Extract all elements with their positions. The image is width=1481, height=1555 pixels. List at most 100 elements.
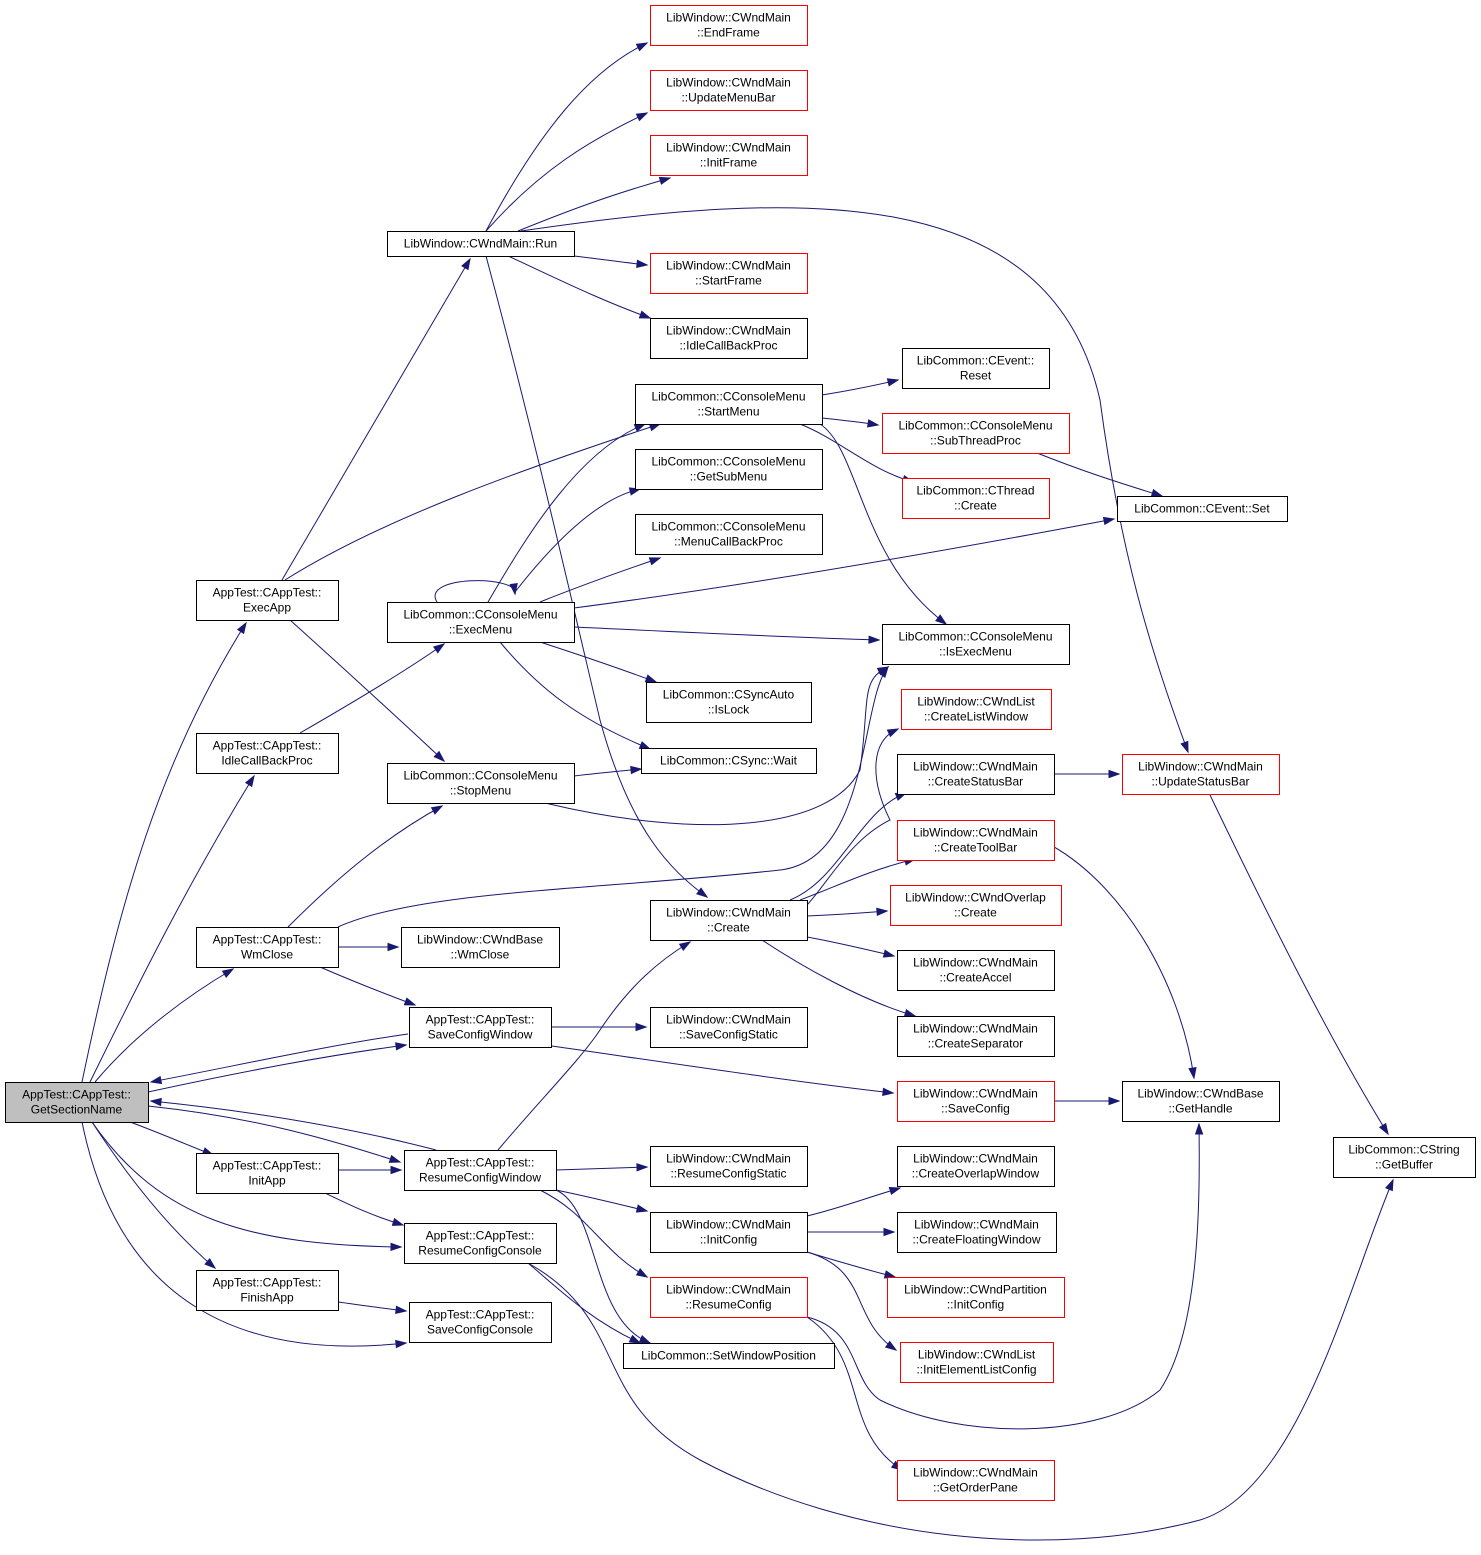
- node-setwindowposition[interactable]: LibCommon::SetWindowPosition: [623, 1343, 835, 1369]
- node-label: ::UpdateMenuBar: [681, 91, 775, 105]
- edge-to-idlecallback_wnd: [507, 255, 652, 319]
- node-createstatusbar[interactable]: LibWindow::CWndMain::CreateStatusBar: [897, 754, 1055, 795]
- edge-to-initapp: [129, 1121, 215, 1156]
- node-wait[interactable]: LibCommon::CSync::Wait: [641, 748, 817, 774]
- node-getorderpane[interactable]: LibWindow::CWndMain::GetOrderPane: [897, 1460, 1055, 1501]
- node-gethandle[interactable]: LibWindow::CWndBase::GetHandle: [1122, 1081, 1280, 1122]
- node-box: [897, 1460, 1055, 1501]
- node-saveconfigwindow[interactable]: AppTest::CAppTest::SaveConfigWindow: [409, 1007, 552, 1048]
- node-label: LibWindow::CWndMain: [913, 1022, 1038, 1036]
- edge-to-overlap_create: [806, 907, 889, 917]
- node-resumeconfigconsole[interactable]: AppTest::CAppTest::ResumeConfigConsole: [404, 1223, 557, 1264]
- node-label: AppTest::CAppTest::: [213, 586, 322, 600]
- edge-to-resumeconfigwindow: [147, 1105, 402, 1163]
- node-getsubmenu[interactable]: LibCommon::CConsoleMenu::GetSubMenu: [635, 449, 823, 490]
- node-event_reset[interactable]: LibCommon::CEvent::Reset: [902, 348, 1050, 389]
- node-execmenu[interactable]: LibCommon::CConsoleMenu::ExecMenu: [387, 602, 575, 643]
- node-box: [650, 1277, 808, 1318]
- node-box: [409, 1302, 552, 1343]
- edge-to-saveconfigwindow: [147, 1042, 408, 1093]
- node-label: ::GetOrderPane: [933, 1481, 1018, 1495]
- node-label: ::EndFrame: [697, 26, 760, 40]
- node-box: [387, 602, 575, 643]
- node-saveconfig[interactable]: LibWindow::CWndMain::SaveConfig: [897, 1081, 1055, 1122]
- node-saveconfigstatic[interactable]: LibWindow::CWndMain::SaveConfigStatic: [650, 1007, 808, 1048]
- node-label: ::CreateFloatingWindow: [912, 1233, 1040, 1247]
- node-event_set[interactable]: LibCommon::CEvent::Set: [1117, 496, 1288, 522]
- node-box: [1122, 754, 1280, 795]
- node-createfloatingwindow[interactable]: LibWindow::CWndMain::CreateFloatingWindo…: [897, 1212, 1057, 1253]
- node-label: LibWindow::CWndMain: [913, 760, 1038, 774]
- node-label: InitApp: [248, 1174, 286, 1188]
- node-createseparator[interactable]: LibWindow::CWndMain::CreateSeparator: [897, 1016, 1055, 1057]
- node-label: LibCommon::SetWindowPosition: [641, 1349, 816, 1363]
- node-overlap_create[interactable]: LibWindow::CWndOverlap::Create: [890, 885, 1062, 926]
- node-getsectionname[interactable]: AppTest::CAppTest::GetSectionName: [5, 1082, 149, 1123]
- node-menucallback[interactable]: LibCommon::CConsoleMenu::MenuCallBackPro…: [635, 514, 823, 555]
- node-label: ::InitConfig: [947, 1298, 1004, 1312]
- node-label: LibWindow::CWndMain: [1138, 760, 1263, 774]
- node-label: LibCommon::CConsoleMenu: [651, 390, 805, 404]
- node-updatemenubar[interactable]: LibWindow::CWndMain::UpdateMenuBar: [650, 70, 808, 111]
- edge-to-resumeconfigwindow: [338, 1165, 403, 1175]
- edge-to-createseparator: [761, 939, 917, 1018]
- node-label: LibCommon::CThread: [916, 484, 1034, 498]
- edge-to-updatestatusbar: [520, 207, 1189, 754]
- node-label: LibWindow::CWndMain: [666, 1283, 791, 1297]
- node-label: LibWindow::CWndMain::Run: [404, 237, 557, 251]
- node-resumeconfigwindow[interactable]: AppTest::CAppTest::ResumeConfigWindow: [404, 1150, 557, 1191]
- node-box: [641, 748, 817, 774]
- node-initframe[interactable]: LibWindow::CWndMain::InitFrame: [650, 135, 808, 176]
- node-partition_initconfig[interactable]: LibWindow::CWndPartition::InitConfig: [887, 1277, 1065, 1318]
- node-startmenu[interactable]: LibCommon::CConsoleMenu::StartMenu: [635, 384, 823, 425]
- node-label: AppTest::CAppTest::: [426, 1229, 535, 1243]
- edge-to-saveconfigconsole: [337, 1301, 408, 1314]
- edge-to-event_set: [573, 516, 1116, 609]
- node-label: ::SaveConfig: [941, 1102, 1010, 1116]
- node-createoverlapwindow[interactable]: LibWindow::CWndMain::CreateOverlapWindow: [897, 1146, 1055, 1187]
- edge-to-startmenu: [487, 423, 647, 603]
- node-thread_create[interactable]: LibCommon::CThread::Create: [902, 478, 1050, 519]
- node-label: LibCommon::CConsoleMenu: [651, 455, 805, 469]
- node-label: LibWindow::CWndList: [917, 695, 1035, 709]
- node-wmclose_app[interactable]: AppTest::CAppTest::WmClose: [196, 927, 339, 968]
- node-createaccel[interactable]: LibWindow::CWndMain::CreateAccel: [897, 950, 1055, 991]
- node-idlecallback_app[interactable]: AppTest::CAppTest::IdleCallBackProc: [196, 733, 339, 774]
- node-label: ::InitElementListConfig: [916, 1363, 1036, 1377]
- node-create[interactable]: LibWindow::CWndMain::Create: [650, 900, 808, 941]
- edge-to-resumeconfig: [539, 1189, 649, 1278]
- node-startframe[interactable]: LibWindow::CWndMain::StartFrame: [650, 253, 808, 294]
- node-initconfig[interactable]: LibWindow::CWndMain::InitConfig: [650, 1212, 808, 1253]
- node-box: [650, 5, 808, 46]
- node-createtoolbar[interactable]: LibWindow::CWndMain::CreateToolBar: [897, 820, 1055, 861]
- node-label: LibCommon::CString: [1348, 1143, 1459, 1157]
- node-label: WmClose: [241, 948, 293, 962]
- edge-to-updatestatusbar: [1054, 769, 1121, 779]
- node-initelementlistconfig[interactable]: LibWindow::CWndList::InitElementListConf…: [900, 1342, 1054, 1383]
- node-stopmenu[interactable]: LibCommon::CConsoleMenu::StopMenu: [387, 763, 575, 804]
- node-idlecallback_wnd[interactable]: LibWindow::CWndMain::IdleCallBackProc: [650, 318, 808, 359]
- edge-to-islock: [539, 641, 658, 683]
- node-saveconfigconsole[interactable]: AppTest::CAppTest::SaveConfigConsole: [409, 1302, 552, 1343]
- node-label: ::MenuCallBackProc: [674, 535, 783, 549]
- node-box: [897, 1081, 1055, 1122]
- node-box: [650, 1007, 808, 1048]
- node-run[interactable]: LibWindow::CWndMain::Run: [387, 231, 575, 257]
- node-box: [650, 1146, 808, 1187]
- node-updatestatusbar[interactable]: LibWindow::CWndMain::UpdateStatusBar: [1122, 754, 1280, 795]
- node-getbuffer[interactable]: LibCommon::CString::GetBuffer: [1333, 1137, 1476, 1178]
- node-initapp[interactable]: AppTest::CAppTest::InitApp: [196, 1153, 339, 1194]
- node-endframe[interactable]: LibWindow::CWndMain::EndFrame: [650, 5, 808, 46]
- node-isexecmenu[interactable]: LibCommon::CConsoleMenu::IsExecMenu: [882, 624, 1070, 665]
- node-execapp[interactable]: AppTest::CAppTest::ExecApp: [196, 580, 339, 621]
- node-createlistwindow[interactable]: LibWindow::CWndList::CreateListWindow: [901, 689, 1052, 730]
- node-wndbase_wmclose[interactable]: LibWindow::CWndBase::WmClose: [401, 927, 560, 968]
- node-resumeconfigstatic[interactable]: LibWindow::CWndMain::ResumeConfigStatic: [650, 1146, 808, 1187]
- node-subthreadproc[interactable]: LibCommon::CConsoleMenu::SubThreadProc: [882, 413, 1070, 454]
- edge-to-getsectionname: [149, 1097, 437, 1151]
- node-resumeconfig[interactable]: LibWindow::CWndMain::ResumeConfig: [650, 1277, 808, 1318]
- node-finishapp[interactable]: AppTest::CAppTest::FinishApp: [196, 1270, 339, 1311]
- node-islock[interactable]: LibCommon::CSyncAuto::IsLock: [646, 682, 812, 723]
- node-label: ::GetHandle: [1168, 1102, 1232, 1116]
- node-box: [890, 885, 1062, 926]
